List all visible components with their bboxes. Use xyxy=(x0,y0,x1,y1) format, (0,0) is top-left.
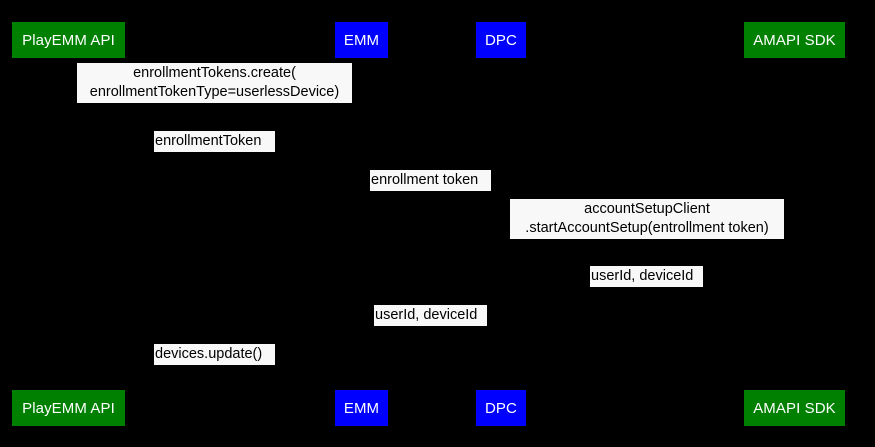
message-label-enrollment-token-transfer: enrollment token xyxy=(370,170,491,191)
participant-box-playemm-api-bottom[interactable]: PlayEMM API xyxy=(12,390,125,426)
participant-box-dpc-bottom[interactable]: DPC xyxy=(476,390,526,426)
participant-box-emm-top[interactable]: EMM xyxy=(335,22,388,58)
message-line-2: enrollmentTokenType=userlessDevice) xyxy=(89,84,340,100)
message-line-1: userId, deviceId xyxy=(375,307,478,323)
message-label-enrollment-tokens-create: enrollmentTokens.create( enrollmentToken… xyxy=(77,63,352,103)
message-label-enrollment-token-response: enrollmentToken xyxy=(154,131,275,152)
participant-box-dpc-top[interactable]: DPC xyxy=(476,22,526,58)
message-line-1: enrollment token xyxy=(371,172,479,188)
message-line-1: enrollmentToken xyxy=(155,133,262,149)
message-line-2: .startAccountSetup(entrollment token) xyxy=(525,220,769,236)
participant-box-emm-bottom[interactable]: EMM xyxy=(335,390,388,426)
message-line-1: accountSetupClient xyxy=(584,201,710,217)
message-label-userid-deviceid-sdk-to-dpc: userId, deviceId xyxy=(590,266,703,287)
participant-box-amapi-sdk-bottom[interactable]: AMAPI SDK xyxy=(744,390,845,426)
participant-label: AMAPI SDK xyxy=(753,31,836,49)
message-line-1: enrollmentTokens.create( xyxy=(133,65,296,81)
message-label-devices-update: devices.update() xyxy=(154,344,275,365)
participant-label: DPC xyxy=(485,31,517,49)
participant-label: EMM xyxy=(343,399,380,417)
participant-box-playemm-api-top[interactable]: PlayEMM API xyxy=(12,22,125,58)
participant-label: EMM xyxy=(343,31,380,49)
message-label-start-account-setup: accountSetupClient .startAccountSetup(en… xyxy=(510,199,784,239)
participant-box-amapi-sdk-top[interactable]: AMAPI SDK xyxy=(744,22,845,58)
message-line-1: devices.update() xyxy=(155,346,263,362)
participant-label: AMAPI SDK xyxy=(753,399,836,417)
message-label-userid-deviceid-dpc-to-emm: userId, deviceId xyxy=(374,305,487,326)
participant-label: DPC xyxy=(485,399,517,417)
message-line-1: userId, deviceId xyxy=(591,268,694,284)
participant-label: PlayEMM API xyxy=(22,31,115,49)
participant-label: PlayEMM API xyxy=(22,399,115,417)
